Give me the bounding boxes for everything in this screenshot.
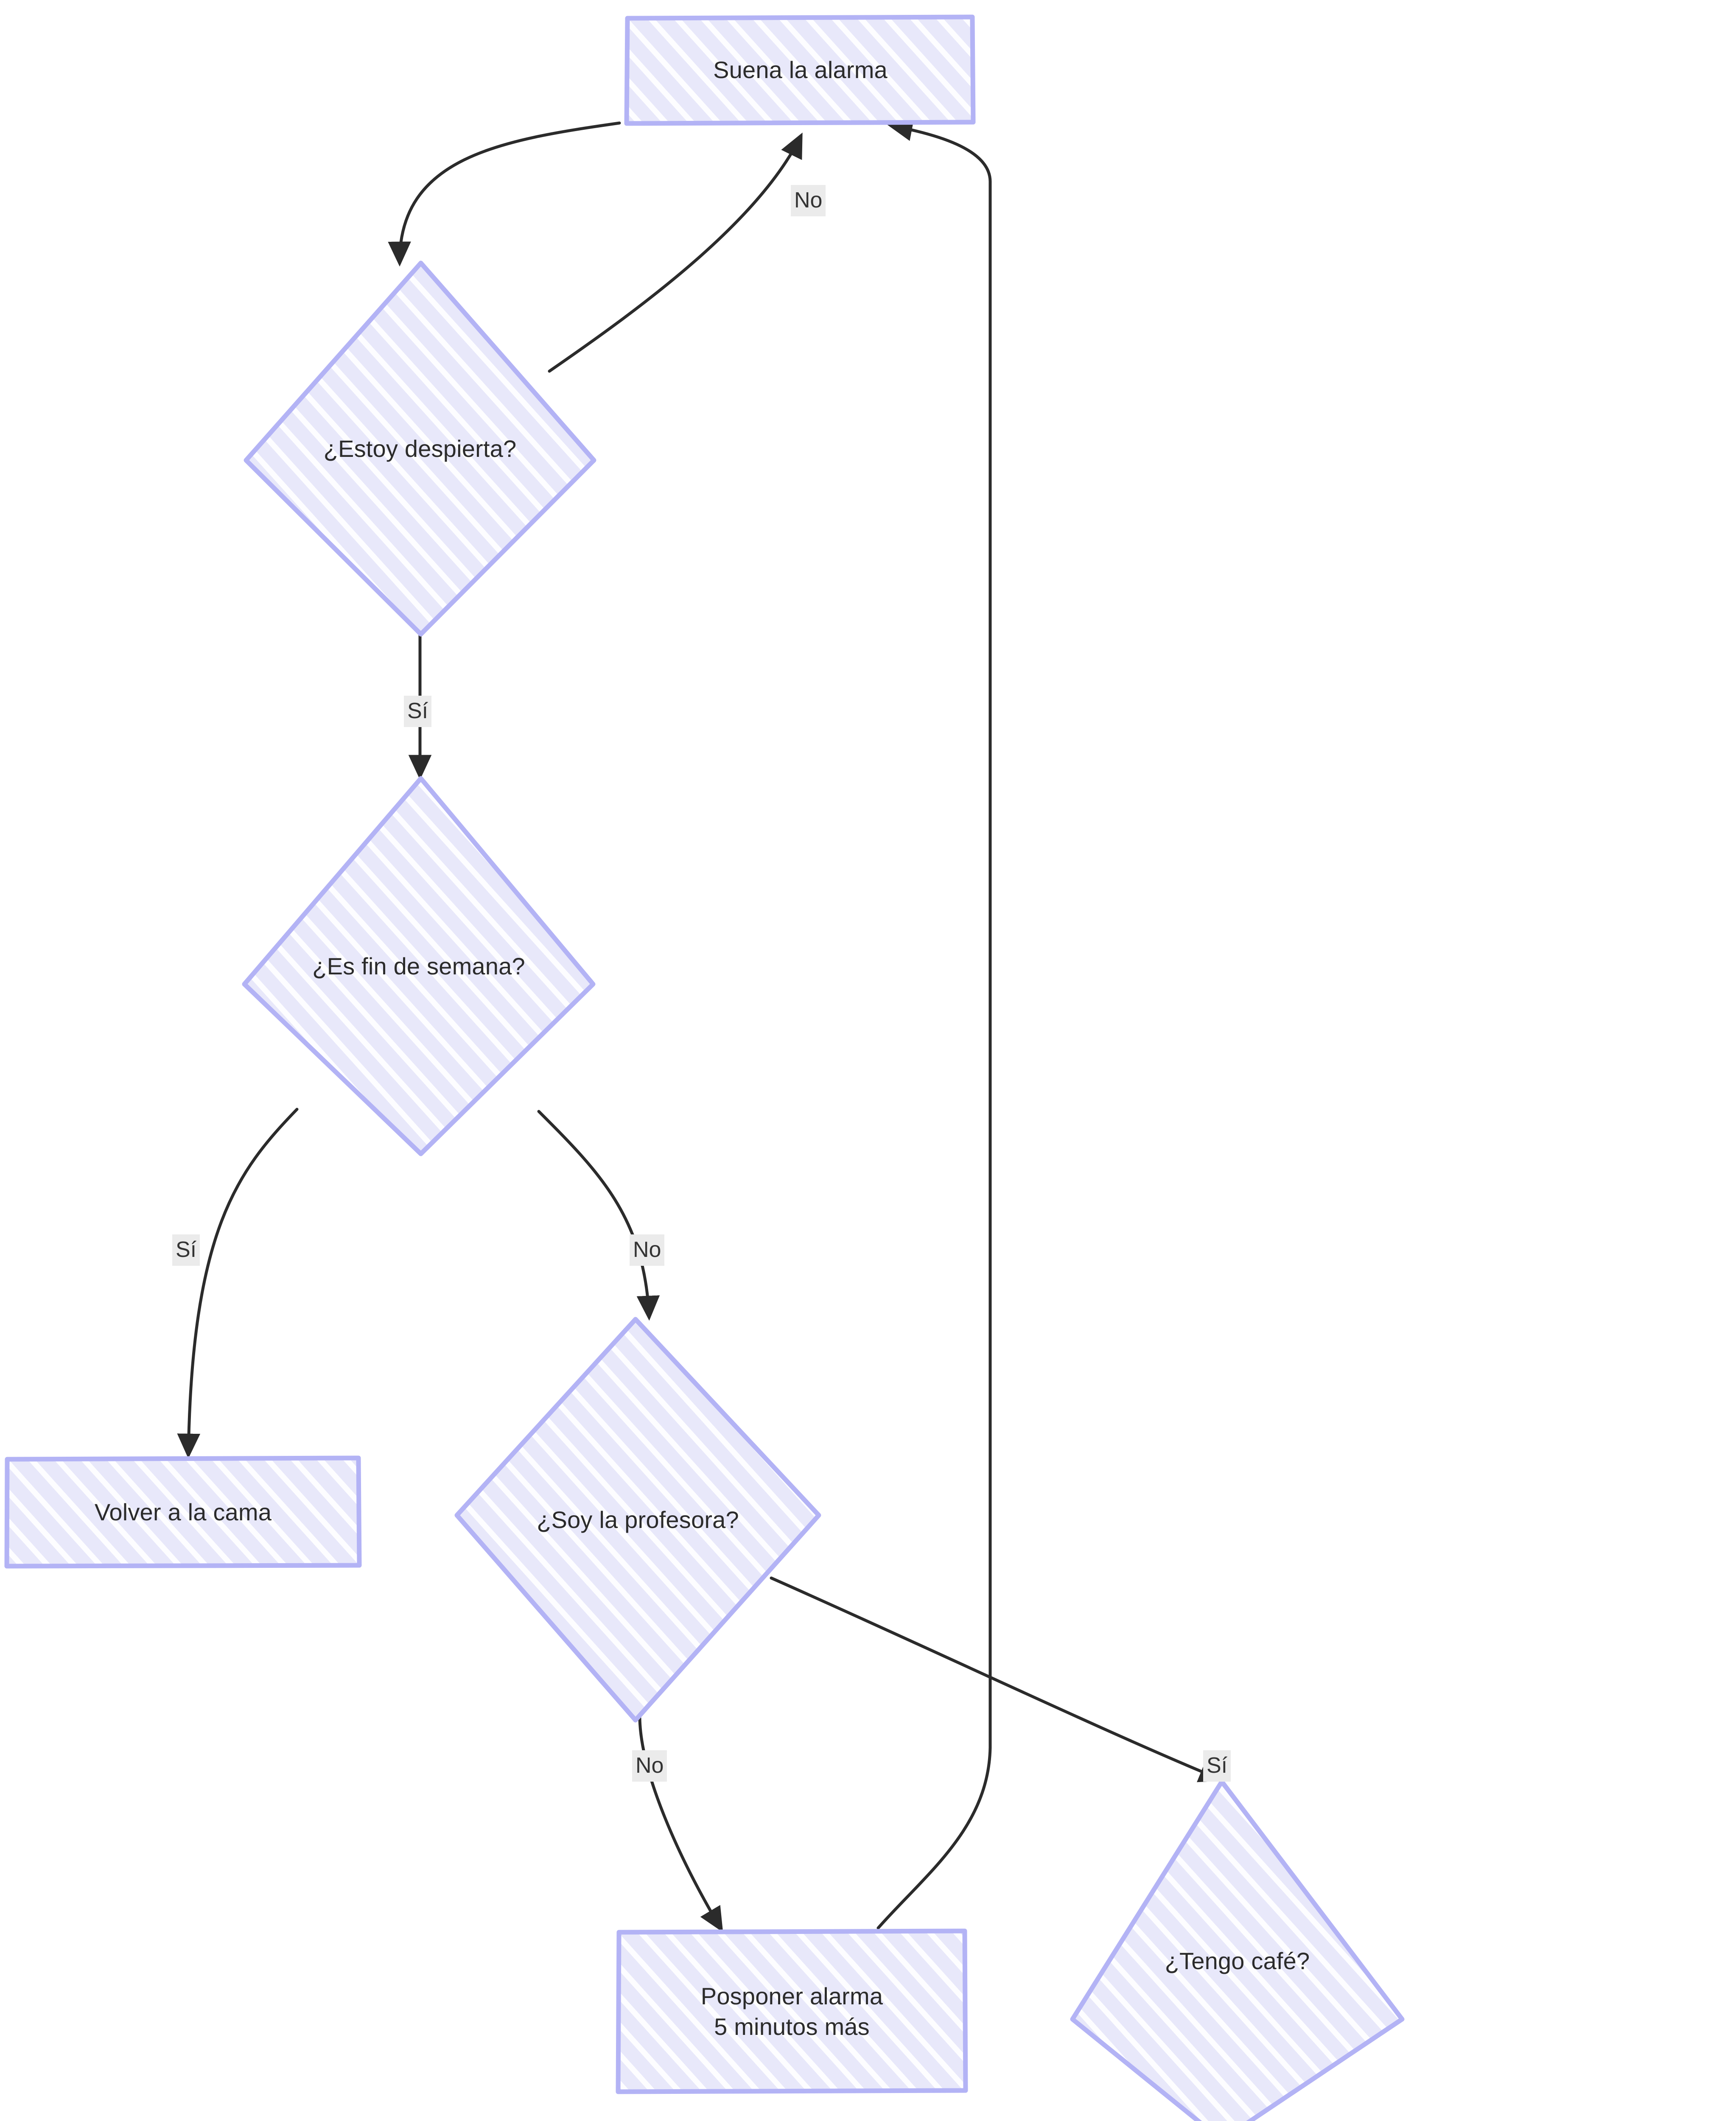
node-posponer[interactable]: Posponer alarma 5 minutos más bbox=[618, 1931, 966, 2092]
edge-finsemana-profesora bbox=[537, 1110, 660, 1321]
node-label-alarma: Suena la alarma bbox=[713, 56, 888, 84]
edge-finsemana-cama bbox=[177, 1108, 299, 1459]
edge-despierta-alarma bbox=[548, 132, 803, 373]
node-profesora[interactable]: ¿Soy la profesora? bbox=[457, 1319, 819, 1720]
node-cama[interactable]: Volver a la cama bbox=[7, 1458, 359, 1566]
node-shape-cama[interactable] bbox=[4, 1455, 362, 1569]
edge-label-despierta-alarma: No bbox=[791, 185, 826, 216]
edge-label-profesora-cafe: Sí bbox=[1203, 1750, 1231, 1782]
edge-alarma-despierta bbox=[388, 121, 621, 267]
edge-profesora-cafe bbox=[770, 1576, 1224, 1782]
node-alarma[interactable]: Suena la alarma bbox=[627, 17, 973, 123]
node-shape-finsemana[interactable] bbox=[242, 776, 596, 1156]
edge-profesora-posponer bbox=[638, 1716, 723, 1933]
edge-label-profesora-posponer: No bbox=[632, 1750, 667, 1782]
node-label-posponer: Posponer alarma 5 minutos más bbox=[700, 1982, 883, 2040]
node-label-profesora: ¿Soy la profesora? bbox=[537, 1506, 739, 1533]
node-cafe[interactable]: ¿Tengo café? bbox=[1072, 1782, 1402, 2121]
node-shape-despierta[interactable] bbox=[244, 260, 596, 637]
edge-label-finsemana-cama: Sí bbox=[172, 1234, 200, 1266]
node-label-despierta: ¿Estoy despierta? bbox=[323, 435, 517, 462]
node-shape-cafe[interactable] bbox=[1070, 1779, 1405, 2121]
node-label-finsemana: ¿Es fin de semana? bbox=[312, 952, 525, 979]
node-shape-alarma[interactable] bbox=[624, 14, 976, 126]
edge-label-despierta-finsemana: Sí bbox=[404, 696, 432, 727]
node-shape-posponer[interactable] bbox=[616, 1928, 968, 2094]
node-finsemana[interactable]: ¿Es fin de semana? bbox=[244, 778, 593, 1154]
node-despierta[interactable]: ¿Estoy despierta? bbox=[246, 263, 594, 634]
edge-posponer-alarma bbox=[876, 118, 992, 1930]
node-shape-profesora[interactable] bbox=[454, 1317, 821, 1723]
node-label-cafe: ¿Tengo café? bbox=[1165, 1947, 1310, 1974]
node-label-cama: Volver a la cama bbox=[94, 1498, 272, 1525]
edge-label-finsemana-profesora: No bbox=[630, 1234, 665, 1266]
